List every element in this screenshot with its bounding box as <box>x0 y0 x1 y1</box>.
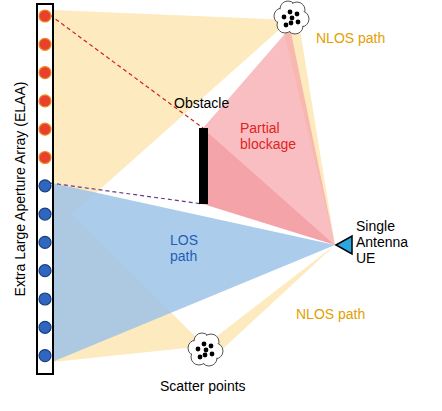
antenna-array: Extra Large Aperture Array (ELAA) <box>37 4 53 374</box>
antenna-element <box>39 350 51 362</box>
array-frame <box>37 4 53 374</box>
antenna-element <box>39 293 51 305</box>
path-label: NLOS path <box>316 30 406 46</box>
antenna-element <box>39 180 51 192</box>
ue-antenna <box>336 236 352 254</box>
path-label: Partial blockage <box>240 120 312 152</box>
obstacle-bar <box>199 128 208 204</box>
node-label: Obstacle <box>174 95 244 111</box>
nlos-regions <box>52 10 335 362</box>
antenna-element <box>39 123 51 135</box>
node-label: Scatter points <box>160 378 260 394</box>
array-title: Extra Large Aperture Array (ELAA) <box>12 82 28 297</box>
antenna-element <box>39 236 51 248</box>
path-label: LOS path <box>170 232 210 264</box>
path-label: NLOS path <box>296 306 386 322</box>
antenna-element <box>39 38 51 50</box>
blockage-region-upper <box>203 28 335 245</box>
user-equipment: Single Antenna UE <box>356 218 420 268</box>
node-label: Single Antenna UE <box>356 218 420 266</box>
dashed-ray <box>50 15 203 128</box>
antenna-element <box>39 152 51 164</box>
antenna-element <box>39 67 51 79</box>
obstacle: Obstacle <box>174 95 244 113</box>
antenna-elements <box>39 10 51 362</box>
scatter-clouds <box>188 1 309 366</box>
antenna-element <box>39 265 51 277</box>
dashed-ray <box>50 183 203 204</box>
scatter-cloud <box>188 333 223 366</box>
antenna-element <box>39 321 51 333</box>
antenna-element <box>39 10 51 22</box>
antenna-element <box>39 95 51 107</box>
scatter-cloud <box>274 1 309 34</box>
scatter-point: Scatter points <box>160 378 260 396</box>
antenna-element <box>39 208 51 220</box>
